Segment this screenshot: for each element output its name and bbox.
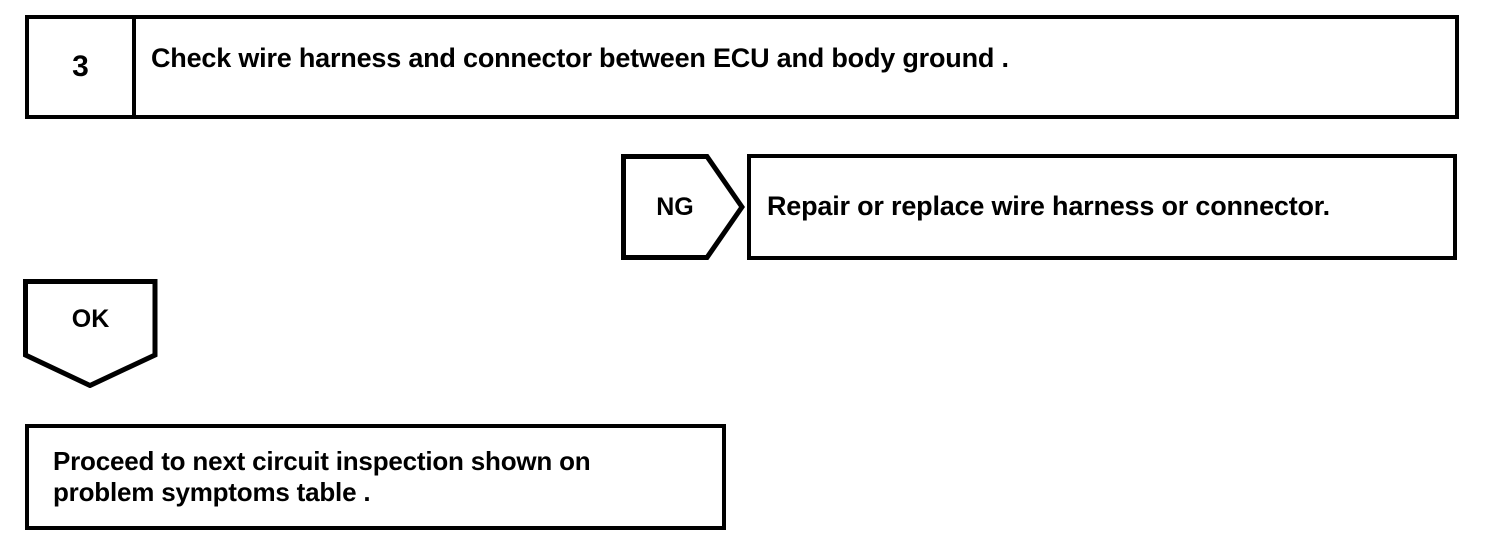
step-number-cell: 3 bbox=[29, 19, 136, 115]
proceed-text-line-1: Proceed to next circuit inspection shown… bbox=[53, 446, 591, 477]
ng-branch-label: NG bbox=[656, 192, 694, 221]
proceed-text-line-2: problem symptoms table . bbox=[53, 477, 371, 507]
ok-arrow-shape bbox=[23, 279, 158, 388]
step-instruction-cell: Check wire harness and connector between… bbox=[136, 19, 1455, 115]
step-box: 3 Check wire harness and connector betwe… bbox=[25, 15, 1459, 119]
ng-arrow-shape bbox=[621, 154, 745, 260]
repair-action-box: Repair or replace wire harness or connec… bbox=[747, 154, 1457, 260]
proceed-result-box: Proceed to next circuit inspection shown… bbox=[25, 424, 726, 530]
repair-action-text: Repair or replace wire harness or connec… bbox=[767, 191, 1330, 222]
step-number: 3 bbox=[72, 50, 89, 83]
ok-branch-label: OK bbox=[71, 304, 110, 333]
step-instruction-text: Check wire harness and connector between… bbox=[151, 43, 1009, 74]
